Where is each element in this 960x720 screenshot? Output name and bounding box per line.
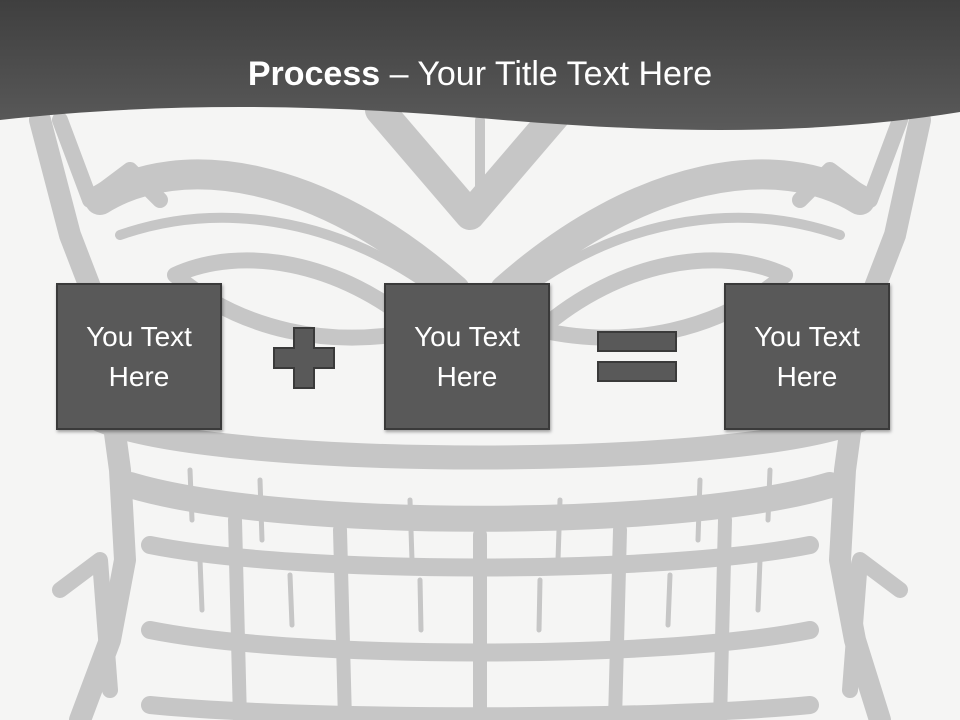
plus-icon: [273, 327, 335, 389]
slide-title: Process – Your Title Text Here: [0, 52, 960, 96]
process-box-3[interactable]: You Text Here: [724, 283, 890, 430]
equals-icon: [597, 331, 677, 382]
title-bold-word: Process: [247, 55, 381, 93]
process-box-2-text: You Text Here: [414, 320, 520, 392]
title-rest: – Your Title Text Here: [380, 55, 713, 93]
process-box-3-text: You Text Here: [754, 320, 860, 392]
header-band: [0, 0, 960, 130]
process-box-1[interactable]: You Text Here: [56, 283, 222, 430]
process-box-1-text: You Text Here: [86, 320, 192, 392]
process-box-2[interactable]: You Text Here: [384, 283, 550, 430]
